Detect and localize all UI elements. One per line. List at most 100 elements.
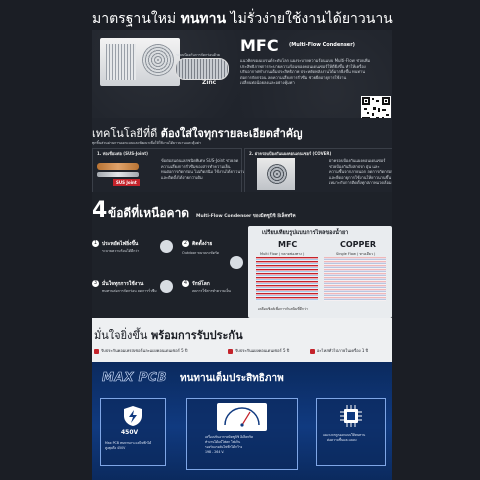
piggy-bank-icon xyxy=(160,240,173,253)
compare-heading: เปรียบเทียบรูปแบบการไหลของน้ำยา xyxy=(262,230,349,236)
mfc-description: แนวคิดของแบรนด์ระดับโลก แผงระบายความร้อน… xyxy=(240,58,392,86)
right-margin xyxy=(392,30,480,480)
tech-item-2-desc-line: เหมาะกับการติดตั้งทุกสภาพแวดล้อม xyxy=(329,180,392,185)
meter-desc-line: รองรับแรงดันไฟฟ้าได้กว้าง xyxy=(205,445,243,449)
pipe-joint-image xyxy=(97,163,139,170)
advantages-number: 4 xyxy=(92,198,108,223)
warranty-item: รับประกันแผงคอนเดนเซอร์ 5 ปี xyxy=(228,347,289,354)
meter-desc: เครื่องปรับอากาศมิตซูบิชิ อีเล็คทริค ทำง… xyxy=(205,435,253,455)
check-icon xyxy=(310,348,315,354)
header-title-prefix: มาตรฐานใหม่ xyxy=(92,11,177,27)
warranty-item: อะไหล่ทั่วไปภายในเครื่อง 1 ปี xyxy=(310,347,368,354)
warranty-section xyxy=(92,318,392,362)
mfc-desc-line: แนวคิดของแบรนด์ระดับโลก แผงระบายความร้อน… xyxy=(240,58,371,63)
header-bar xyxy=(0,0,480,30)
mfc-desc-line: ต่อการกัดกร่อน ลดความเสี่ยงการรั่วซึม ช่… xyxy=(240,74,347,80)
tech-item-2-title: 2. ฝาครอบป้องกันแผงคอนเดนเซอร์ (COVER) xyxy=(249,151,332,156)
zinc-label: Zinc xyxy=(202,79,217,86)
advantages-heading: ข้อดีที่เหนือคาด xyxy=(108,206,190,220)
advantage-title: ประหยัดไฟยิ่งขึ้น xyxy=(102,241,139,247)
advantage-num-badge: 2 xyxy=(182,240,189,247)
advantages-subheading: Multi-Flow Condenser ของมิตซูบิชิ อีเล็ค… xyxy=(196,214,296,219)
mfc-desc-line: เปลี่ยนท่อน้อยลงและอย่างคุ้มค่า xyxy=(240,80,295,85)
outdoor-unit-image xyxy=(100,38,180,86)
advantage-title: มั่นใจทุกการใช้งาน xyxy=(102,281,144,287)
tech-item-2-desc-line: ช่วยป้องกันสิ่งสกปรก ฝุ่น และ xyxy=(329,163,380,169)
chip-desc: ต่อความชื้นและแมลง xyxy=(327,438,357,442)
voltage-value: 450V xyxy=(121,429,139,436)
voltage-desc: สูงสุดถึง 450V xyxy=(105,446,126,450)
tech-item-1-desc-line: ข้อต่อสแตนเลสชนิดพิเศษ SUS-Joint ช่วยลด xyxy=(161,158,239,163)
advantage-item: 2 ติดตั้งง่าย Outdoor ขนาดกะทัดรัด xyxy=(182,240,242,270)
voltmeter-icon xyxy=(217,403,267,431)
tech-item-1-title: 1. ท่อเชื่อมต่อ (SUS-Joint) xyxy=(97,151,148,156)
tech-heading-bold: ต้องใส่ใจทุกรายละเอียดสำคัญ xyxy=(160,127,303,140)
meter-desc-line: 198 - 264 V. xyxy=(205,450,225,454)
tech-item-2-desc-line: ฝาครอบป้องกันแผงคอนเดนเซอร์ xyxy=(329,158,386,163)
tech-item-2-desc: ฝาครอบป้องกันแผงคอนเดนเซอร์ ช่วยป้องกันส… xyxy=(329,158,394,186)
tech-item-1-desc-line: ทนต่อการกัดกร่อน ไม่เกิดสนิม ใช้งานได้ยา… xyxy=(161,169,246,174)
tech-heading-prefix: เทคโนโลยีที่ดี xyxy=(92,127,158,140)
cover-unit-image xyxy=(257,158,295,190)
warranty-heading-prefix: มั่นใจยิ่งขึ้น xyxy=(94,329,148,342)
chip-icon xyxy=(340,405,362,427)
advantage-item: 1 ประหยัดไฟยิ่งขึ้น ระบายความร้อนได้ดีกว… xyxy=(92,240,154,270)
warranty-item: รับประกันคอมเพรสเซอร์และแผงคอนเดนเซอร์ 5… xyxy=(94,347,187,354)
left-margin xyxy=(0,30,92,480)
header-title-suffix: ไม่รั่วง่ายใช้งานได้ยาวนาน xyxy=(230,11,393,27)
tech-item-1-desc: ข้อต่อสแตนเลสชนิดพิเศษ SUS-Joint ช่วยลด … xyxy=(161,158,245,180)
copper-flow-image xyxy=(324,257,386,301)
mfc-subheading: (Multi-Flow Condenser) xyxy=(289,42,355,48)
sus-joint-tag: SUS Joint xyxy=(113,179,140,186)
tech-heading: เทคโนโลยีที่ดี ต้องใส่ใจทุกรายละเอียดสำค… xyxy=(92,124,303,142)
gauge-icon xyxy=(224,407,260,427)
advantage-title: ติดตั้งง่าย xyxy=(192,241,213,247)
compare-copper-title: COPPER xyxy=(340,240,377,249)
tech-item-2-desc-line: และยืดอายุการใช้งานให้ยาวนานขึ้น xyxy=(329,174,392,180)
voltage-desc: Max PCB ทนทานกระแสไฟฟ้าได้ xyxy=(105,441,152,445)
meter-desc-line: เครื่องปรับอากาศมิตซูบิชิ อีเล็คทริค xyxy=(205,435,254,439)
coating-label: ระบบป้องกันการกัดกร่อนด้วย xyxy=(176,53,220,57)
condenser-fin-grid xyxy=(106,44,136,80)
maxpcb-box-voltage: 450V Max PCB ทนทานกระแสไฟฟ้าได้ สูงสุดถึ… xyxy=(100,398,166,466)
shield-icon xyxy=(160,280,173,293)
advantage-item: 3 มั่นใจทุกการใช้งาน ทนทานต่อการกัดกร่อน… xyxy=(92,280,157,310)
warranty-heading-bold: พร้อมการรับประกัน xyxy=(150,329,243,342)
compare-copper-sub: Single Flow ( ทางเดียว ) xyxy=(336,252,376,256)
advantage-num-badge: 1 xyxy=(92,240,99,247)
header-title-bold: ทนทาน xyxy=(180,11,227,27)
advantage-desc: Outdoor ขนาดกะทัดรัด xyxy=(182,251,220,255)
advantage-desc: ลดการใช้สารทำความเย็น xyxy=(192,289,231,293)
advantage-item: 4 รักษ์โลก ลดการใช้สารทำความเย็น xyxy=(182,280,242,310)
fan-grille xyxy=(142,44,174,76)
maxpcb-box-chip: แผงวงจรถูกออกแบบให้ทนทาน ต่อความชื้นและแ… xyxy=(316,398,386,466)
tech-item-1-desc-line: ความเสี่ยงการรั่วซึมของสารทำความเย็น xyxy=(161,163,231,169)
advantage-desc: ระบายความร้อนได้ดีกว่า xyxy=(102,249,140,253)
meter-desc-line: ทำงานได้แม้ไฟตก ไฟเกิน xyxy=(205,440,241,444)
check-icon xyxy=(94,348,99,354)
maxpcb-box-meter: เครื่องปรับอากาศมิตซูบิชิ อีเล็คทริค ทำง… xyxy=(186,398,298,470)
fin-zoom-callout xyxy=(175,58,229,80)
chip-desc: แผงวงจรถูกออกแบบให้ทนทาน xyxy=(323,433,366,437)
advantage-num-badge: 4 xyxy=(182,280,189,287)
warranty-item-text: รับประกันแผงคอนเดนเซอร์ 5 ปี xyxy=(235,348,290,353)
advantage-desc: ทนทานต่อการกัดกร่อน ลดการรั่วซึม xyxy=(102,289,157,293)
header-title: มาตรฐานใหม่ ทนทาน ไม่รั่วง่ายใช้งานได้ยา… xyxy=(92,8,393,30)
house-icon xyxy=(230,256,243,269)
fan-icon xyxy=(267,164,287,184)
warranty-heading: มั่นใจยิ่งขึ้น พร้อมการรับประกัน xyxy=(94,326,243,344)
maxpcb-heading: ทนทานเต็มประสิทธิภาพ xyxy=(180,373,284,384)
advantage-title: รักษ์โลก xyxy=(192,281,210,287)
tech-subtext: ทุกชิ้นส่วนผ่านการออกแบบและพัฒนาเพื่อให้… xyxy=(92,141,201,145)
maxpcb-logo: MAX PCB xyxy=(102,370,167,385)
pipe-joint-image xyxy=(97,172,139,177)
mfc-heading: MFC xyxy=(240,36,279,55)
mfc-flow-image xyxy=(256,257,318,301)
tech-item-sus-joint: 1. ท่อเชื่อมต่อ (SUS-Joint) SUS Joint ข้… xyxy=(92,148,245,194)
tech-section xyxy=(92,118,392,192)
mfc-desc-line: ประสิทธิภาพการระบายความร้อนของคอนเดนเซอร… xyxy=(240,63,366,69)
tech-item-cover: 2. ฝาครอบป้องกันแผงคอนเดนเซอร์ (COVER) ฝ… xyxy=(244,148,394,194)
mfc-desc-line: ปรับอากาศทำงานเต็มประสิทธิภาพ ประหยัดพลั… xyxy=(240,69,365,74)
compare-mfc-title: MFC xyxy=(278,240,298,249)
check-icon xyxy=(228,348,233,354)
